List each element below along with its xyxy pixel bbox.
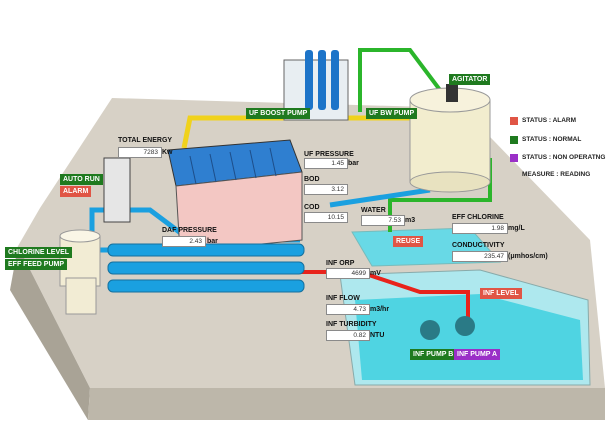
eff-chlorine-label: EFF CHLORINE [452,214,504,221]
reuse-tag[interactable]: REUSE [393,236,424,247]
agitator-tag[interactable]: AGITATOR [449,74,491,85]
inf-orp-value: 4699 [326,268,370,279]
eff-feed-pump-tag[interactable]: EFF FEED PUMP [5,259,68,270]
cod-label: COD [304,204,320,211]
water-unit: m3 [405,217,416,224]
uf-bw-pump-tag[interactable]: UF BW PUMP [366,108,418,119]
cod-value: 10.15 [304,212,348,223]
inf-orp-unit: mV [370,270,381,277]
inf-flow-label: INF FLOW [326,295,360,302]
uf-pressure-label: UF PRESSURE [304,151,354,158]
chlorine-level-tag[interactable]: CHLORINE LEVEL [5,247,73,258]
daf-pipe-rack [107,243,305,293]
conductivity-unit: (μmhos/cm) [508,253,548,260]
total-energy-label: TOTAL ENERGY [118,137,173,144]
chlorine-tanks [59,229,101,315]
pipe-red [250,270,470,322]
water-value: 7.53 [361,215,405,226]
legend-normal-label: STATUS : NORMAL [522,136,582,143]
inf-orp-label: INF ORP [326,260,355,267]
conductivity-value: 235.47 [452,251,508,262]
legend-alarm-label: STATUS : ALARM [522,117,577,124]
alarm-tag[interactable]: ALARM [60,186,92,197]
legend-alarm-swatch [510,117,518,125]
uf-pressure-value: 1.45 [304,158,348,169]
bod-value: 3.12 [304,184,348,195]
legend-nonop-swatch [510,154,518,162]
conductivity-label: CONDUCTIVITY [452,242,505,249]
inf-pump-a-tag[interactable]: INF PUMP A [454,349,501,360]
inf-turbidity-unit: NTU [370,332,385,339]
eff-chlorine-value: 1.98 [452,223,508,234]
influent-pumps [420,316,475,340]
uf-pressure-unit: bar [348,160,359,167]
inf-level-tag[interactable]: INF LEVEL [480,288,522,299]
inf-pump-b-tag[interactable]: INF PUMP B [410,349,457,360]
inf-flow-value: 4.73 [326,304,370,315]
bod-label: BOD [304,176,320,183]
auto-run-tag[interactable]: AUTO RUN [60,174,103,185]
inf-turbidity-label: INF TURBIDITY [326,321,377,328]
daf-pressure-unit: bar [207,238,218,245]
daf-tank-body [175,171,303,253]
inf-turbidity-value: 0.82 [326,330,370,341]
total-energy-value: 7283 [118,147,162,158]
eff-chlorine-unit: mg/L [508,225,525,232]
inf-flow-unit: m3/hr [370,306,390,313]
legend-measure-label: MEASURE : READING [522,171,591,178]
legend-normal-swatch [510,136,518,144]
platform-left-face [10,246,90,420]
control-cabinet [103,157,131,223]
daf-pressure-label: DAF PRESSURE [162,227,217,234]
total-energy-unit: Kw [162,149,173,156]
uf-membranes [283,50,349,121]
uf-boost-pump-tag[interactable]: UF BOOST PUMP [246,108,311,119]
daf-grid [189,147,277,185]
platform-front-face [88,388,605,420]
agitator-tank [409,84,491,193]
legend-nonop-label: STATUS : NON OPERATNG [522,154,606,161]
daf-pressure-value: 2.43 [162,236,206,247]
water-label: WATER [361,207,386,214]
